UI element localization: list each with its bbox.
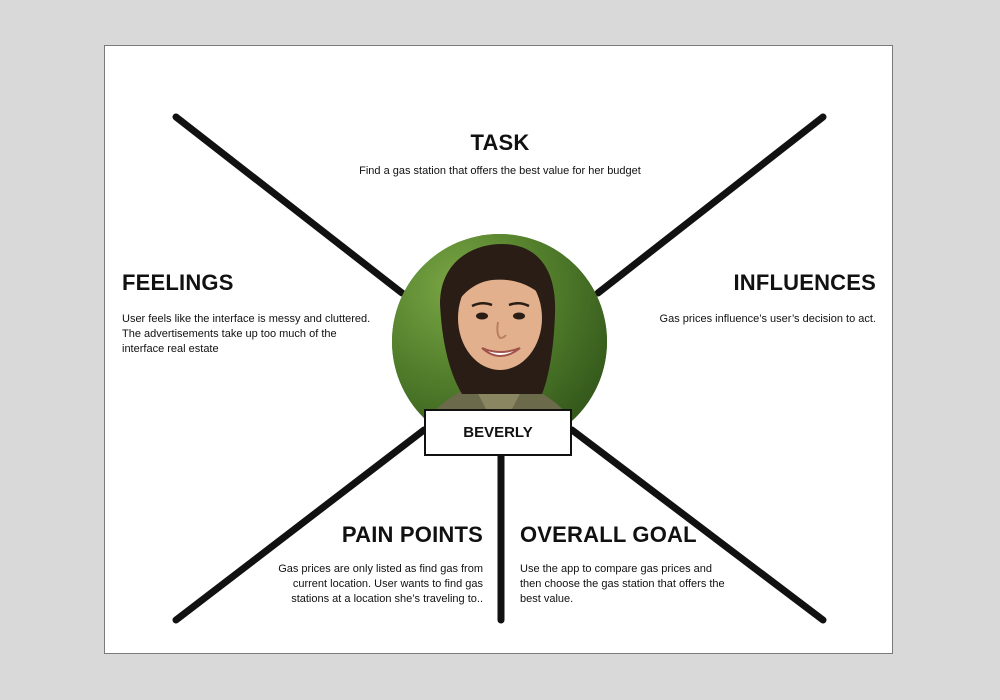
pain-points-line: current location. User wants to find gas — [292, 578, 483, 590]
pain-points-text: Gas prices are only listed as find gas f… — [243, 562, 483, 607]
line-top-left — [172, 113, 406, 297]
persona-name-box: BEVERLY — [424, 409, 572, 456]
feelings-line: interface real estate — [122, 343, 219, 355]
influences-text: Gas prices influence’s user’s decision t… — [659, 313, 876, 325]
overall-goal-heading: OVERALL GOAL — [520, 522, 697, 547]
task-text: Find a gas station that offers the best … — [359, 165, 641, 177]
influences-heading: INFLUENCES — [733, 270, 876, 295]
feelings-heading: FEELINGS — [122, 270, 234, 295]
overall-goal-line: best value. — [520, 593, 574, 605]
persona-name: BEVERLY — [463, 424, 533, 441]
feelings-line: User feels like the interface is messy a… — [122, 313, 371, 325]
pain-points-heading: PAIN POINTS — [341, 522, 483, 547]
pain-points-line: stations at a location she’s traveling t… — [291, 593, 483, 605]
line-bottom-left — [172, 426, 428, 624]
feelings-line: The advertisements take up too much of t… — [122, 328, 337, 340]
overall-goal-text: Use the app to compare gas prices and th… — [520, 562, 760, 607]
pain-points-line: Gas prices are only listed as find gas f… — [278, 563, 483, 575]
line-top-right — [594, 113, 827, 297]
task-heading: TASK — [470, 130, 530, 155]
overall-goal-line: then choose the gas station that offers … — [520, 578, 725, 590]
overall-goal-line: Use the app to compare gas prices and — [520, 563, 713, 575]
feelings-text: User feels like the interface is messy a… — [122, 312, 392, 357]
line-bottom-right — [568, 426, 827, 624]
